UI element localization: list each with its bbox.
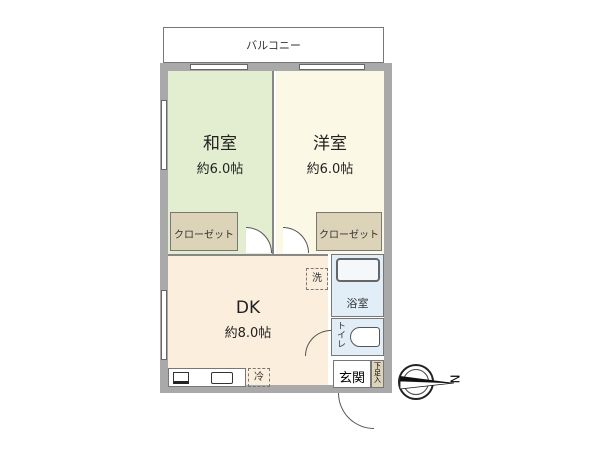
wall-left [160,63,168,393]
room-name: 玄関 [338,371,365,386]
door-entrance [338,393,374,429]
room-name: 洋室 [313,134,347,154]
wall-bottom [160,385,392,393]
stove-icon [173,372,189,384]
room-size: 約6.0帖 [306,162,354,177]
closet-left: クローゼット [170,212,238,251]
wall-top [160,63,392,71]
room-genkan: 玄関 [333,360,371,388]
window-top-left [190,64,248,70]
wall-right [384,63,392,393]
room-name: トイレ [335,321,345,348]
room-size: 約8.0帖 [224,326,272,341]
window-left-upper [161,100,167,170]
compass-needle [400,376,454,390]
closet-label: クローゼット [174,230,234,241]
room-dk: DK 約8.0帖 洗 冷 [168,254,328,387]
balcony-label: バルコニー [246,39,301,52]
room-toilet: トイレ [331,318,384,356]
room-name: DK [235,298,261,318]
shoe-box-label: 下足入 [373,362,382,383]
bathtub-icon [336,258,380,282]
washer-space: 洗 [306,268,328,290]
room-bath: 浴室 [331,254,384,317]
room-youshitsu: 洋室 約6.0帖 [276,71,384,254]
room-size: 約6.0帖 [196,162,244,177]
sink-icon [211,372,233,384]
fridge-label: 冷 [254,372,264,383]
kitchen-counter [168,368,246,387]
shoe-box: 下足入 [371,360,384,388]
room-name: 和室 [203,134,237,154]
toilet-icon [350,327,380,347]
fridge-space: 冷 [248,368,270,387]
closet-label: クローゼット [319,230,379,241]
compass-icon [398,364,454,400]
window-left-lower [161,290,167,360]
balcony: バルコニー [163,27,384,63]
window-top-right [299,64,365,70]
compass-north-label: N [447,374,462,384]
room-name: 浴室 [346,297,369,310]
closet-right: クローゼット [316,212,382,251]
washer-label: 洗 [312,273,322,284]
